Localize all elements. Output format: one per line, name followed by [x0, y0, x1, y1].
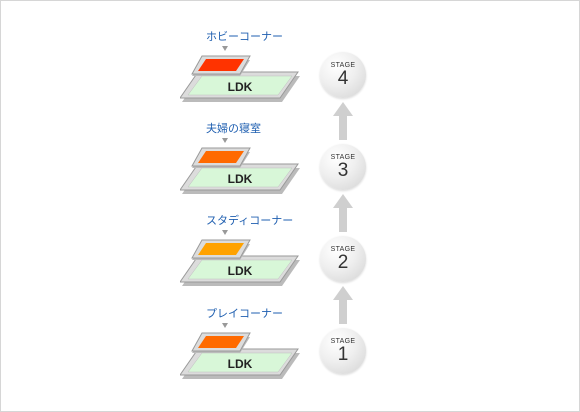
- pointer-icon: [222, 46, 228, 51]
- pointer-icon: [222, 323, 228, 328]
- ldk-label: LDK: [228, 264, 253, 278]
- stage-number: 4: [337, 68, 349, 89]
- room-area: [198, 59, 244, 71]
- floor-plan: LDK: [180, 55, 300, 102]
- room-area: [198, 243, 244, 255]
- floor-plan: LDK: [180, 147, 300, 194]
- room-area: [198, 151, 244, 163]
- ldk-area: [187, 352, 293, 373]
- up-arrow-icon: [333, 286, 353, 324]
- ldk-area: [187, 75, 293, 96]
- stage-caption: STAGE: [330, 338, 356, 345]
- room-label: スタディコーナー: [206, 214, 294, 227]
- stage-1-badge: STAGE 1: [320, 328, 366, 374]
- floor-plan: LDK: [180, 332, 300, 379]
- pointer-icon: [222, 230, 228, 235]
- room-label: 夫婦の寝室: [206, 122, 261, 135]
- room-area: [198, 336, 244, 348]
- stage-number: 2: [337, 252, 349, 273]
- ldk-label: LDK: [228, 80, 253, 94]
- up-arrow-icon: [333, 102, 353, 140]
- up-arrow-icon: [333, 194, 353, 232]
- room-label: プレイコーナー: [206, 307, 283, 320]
- stage-number: 3: [337, 160, 349, 181]
- stage-4-badge: STAGE 4: [320, 52, 366, 98]
- stage-caption: STAGE: [330, 246, 356, 253]
- stage-3-badge: STAGE 3: [320, 144, 366, 190]
- ldk-area: [187, 167, 293, 188]
- stage-caption: STAGE: [330, 62, 356, 69]
- stage-caption: STAGE: [330, 154, 356, 161]
- ldk-label: LDK: [228, 357, 253, 371]
- room-label: ホビーコーナー: [206, 30, 283, 43]
- pointer-icon: [222, 138, 228, 143]
- floor-plan: LDK: [180, 239, 300, 286]
- stage-2-badge: STAGE 2: [320, 236, 366, 282]
- stage-number: 1: [337, 344, 349, 365]
- ldk-area: [187, 259, 293, 280]
- ldk-label: LDK: [228, 172, 253, 186]
